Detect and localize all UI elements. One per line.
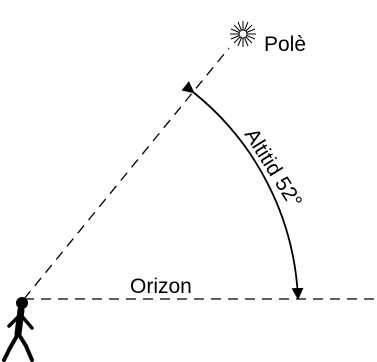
horizon-label: Orizon <box>130 275 192 298</box>
star-burst-icon <box>230 21 256 47</box>
altitude-arc <box>181 81 304 300</box>
star-label: Polè <box>264 33 306 56</box>
sight-line <box>23 47 230 300</box>
angle-label: Altitid 52° <box>240 124 307 212</box>
walking-person-icon <box>2 297 34 362</box>
